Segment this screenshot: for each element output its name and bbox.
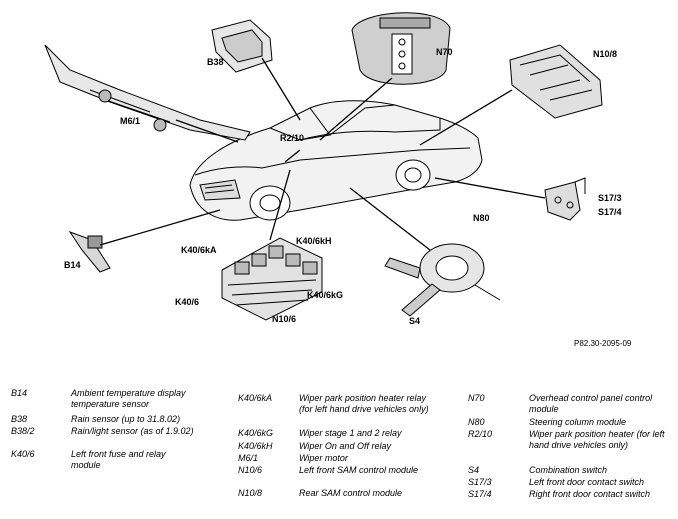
label-n80: N80 — [473, 213, 490, 223]
m6-1-wiper-motor — [44, 44, 251, 141]
label-m6-1: M6/1 — [120, 116, 141, 126]
legend-code: K40/6kA — [238, 393, 273, 403]
legend-code: M6/1 — [238, 453, 259, 463]
legend-code: R2/10 — [468, 429, 493, 439]
legend-description: Left front SAM control module — [299, 465, 419, 475]
label-k40-6: K40/6 — [175, 297, 200, 307]
label-k40-6kh: K40/6kH — [296, 236, 332, 246]
legend-description: Rear SAM control module — [299, 488, 403, 498]
legend-code: K40/6kG — [238, 428, 274, 438]
legend-description: Combination switch — [529, 465, 608, 475]
n80-steering-column-module — [384, 243, 501, 317]
legend-code: S4 — [468, 465, 480, 475]
legend-code: K40/6kH — [238, 441, 273, 451]
legend-description: Overhead control panel control module — [529, 393, 653, 414]
legend-description: Wiper park position heater relay (for le… — [299, 393, 429, 414]
legend-code: N10/8 — [238, 488, 263, 498]
legend-description: Wiper park position heater (for left han… — [529, 429, 665, 450]
legend-description: Left front fuse and relay module — [71, 449, 166, 470]
legend-description: Wiper stage 1 and 2 relay — [299, 428, 402, 438]
legend-code: N70 — [468, 393, 485, 403]
label-n10-6: N10/6 — [272, 314, 297, 324]
label-s17-3: S17/3 — [598, 193, 622, 203]
label-b14: B14 — [64, 260, 81, 270]
legend-code: B38 — [11, 414, 28, 424]
legend-code: N10/6 — [238, 465, 263, 475]
s17-door-contact-switch — [544, 177, 586, 221]
figure-reference: P82.30-2095-09 — [574, 339, 632, 348]
legend-description: Ambient temperature display temperature … — [71, 388, 186, 409]
legend-code: N80 — [468, 417, 485, 427]
legend-code: S17/3 — [468, 477, 492, 487]
k40-6-fuse-relay-module — [221, 237, 323, 321]
label-n10-8: N10/8 — [593, 49, 618, 59]
label-r2-10: R2/10 — [280, 133, 305, 143]
label-n70: N70 — [436, 47, 453, 57]
n10-8-rear-sam-module — [509, 44, 603, 119]
legend-code: K40/6 — [11, 449, 35, 459]
b14-temperature-sensor — [68, 231, 111, 273]
label-k40-6ka: K40/6kA — [181, 245, 217, 255]
car-illustration — [189, 100, 483, 221]
b38-rain-sensor — [211, 19, 273, 73]
legend-description: Wiper On and Off relay — [299, 441, 391, 451]
legend-code: B14 — [11, 388, 28, 398]
label-k40-6kg: K40/6kG — [307, 290, 344, 300]
label-b38: B38 — [207, 57, 224, 67]
component-location-diagram — [44, 12, 603, 321]
legend-description: Steering column module — [529, 417, 627, 427]
legend-description: Right front door contact switch — [529, 489, 651, 499]
legend-description: Wiper motor — [299, 453, 348, 463]
n70-overhead-panel — [351, 12, 451, 85]
legend-description: Rain/light sensor (as of 1.9.02) — [71, 426, 194, 436]
label-s4: S4 — [409, 316, 421, 326]
legend: B14 Ambient temperature display temperat… — [0, 388, 678, 519]
legend-code: B38/2 — [11, 426, 35, 436]
label-s17-4: S17/4 — [598, 207, 622, 217]
legend-description: Rain sensor (up to 31.8.02) — [71, 414, 181, 424]
legend-code: S17/4 — [468, 489, 492, 499]
legend-description: Left front door contact switch — [529, 477, 645, 487]
